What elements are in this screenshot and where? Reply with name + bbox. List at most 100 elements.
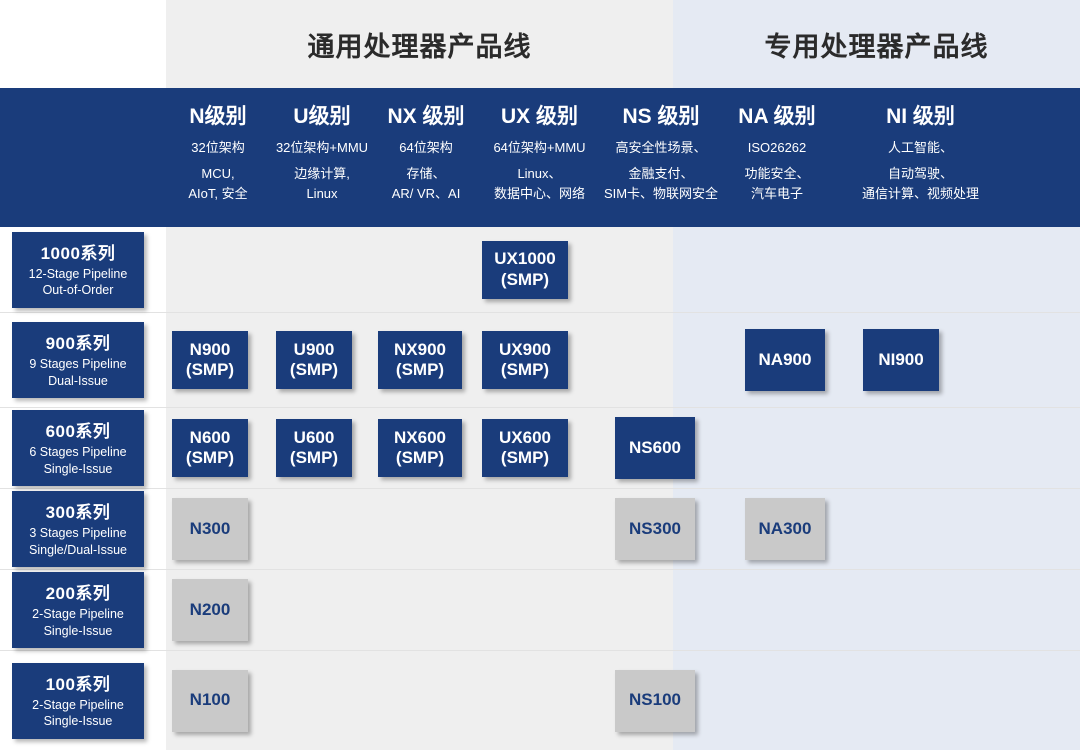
grid-cell-u-s300	[270, 498, 374, 560]
product-chip-variant: (SMP)	[185, 448, 235, 467]
column-header-arch: 32位架构+MMU	[275, 140, 369, 155]
grid-cell-n-s300: N300	[166, 498, 270, 560]
grid-cell-na-s200	[721, 579, 833, 641]
product-chip-UX900[interactable]: UX900(SMP)	[482, 331, 568, 389]
grid-cell-na-s1000	[721, 239, 833, 301]
grid-cell-ns-s600: NS600	[601, 417, 721, 479]
product-chip-U600[interactable]: U600(SMP)	[276, 419, 352, 477]
grid-cell-ni-s1000	[833, 239, 1008, 301]
product-chip-U900[interactable]: U900(SMP)	[276, 331, 352, 389]
grid-cell-na-s300: NA300	[721, 498, 833, 560]
column-header-usecases: 功能安全、汽车电子	[744, 166, 810, 202]
product-chip-name: U600	[293, 427, 335, 447]
product-chip-NS600[interactable]: NS600	[615, 417, 695, 479]
column-header-usecases: Linux、数据中心、网络	[493, 166, 585, 202]
product-chip-variant: (SMP)	[500, 269, 550, 289]
product-chip-NX900[interactable]: NX900(SMP)	[378, 331, 462, 389]
product-chip-UX600[interactable]: UX600(SMP)	[482, 419, 568, 477]
header-corner-cell	[0, 88, 166, 227]
product-chip-name: NS300	[629, 518, 681, 538]
row-label-title: 300系列	[45, 503, 111, 522]
product-chip-name: N300	[189, 518, 231, 538]
grid-cell-u-s600: U600(SMP)	[270, 419, 374, 477]
product-chip-NS300[interactable]: NS300	[615, 498, 695, 560]
product-chip-UX1000[interactable]: UX1000(SMP)	[482, 240, 568, 299]
grid-cell-ux-s900: UX900(SMP)	[478, 331, 601, 389]
product-chip-NS100[interactable]: NS100	[615, 669, 695, 732]
grid-cell-n-s200: N200	[166, 579, 270, 641]
product-chip-name: NI900	[878, 349, 924, 369]
column-header-ni: NI 级别人工智能、自动驾驶、通信计算、视频处理	[833, 88, 1008, 227]
grid-cell-ns-s1000	[601, 239, 721, 301]
family-special-section: 专用处理器产品线	[673, 0, 1080, 88]
product-chip-variant: (SMP)	[500, 360, 550, 379]
grid-cell-ux-s200	[478, 579, 601, 641]
product-chip-variant: (SMP)	[500, 448, 550, 467]
product-chip-N100[interactable]: N100	[172, 669, 248, 732]
product-chip-name: UX600	[499, 427, 551, 447]
grid-cell-n-s100: N100	[166, 669, 270, 732]
family-general-title: 通用处理器产品线	[307, 31, 532, 62]
product-chip-NX600[interactable]: NX600(SMP)	[378, 419, 462, 477]
grid-cell-ni-s600	[833, 417, 1008, 479]
family-special-title: 专用处理器产品线	[764, 31, 989, 62]
column-header-arch: 64位架构	[399, 140, 453, 155]
product-chip-N600[interactable]: N600(SMP)	[172, 419, 248, 477]
grid-cell-ni-s100	[833, 670, 1008, 732]
product-chip-N300[interactable]: N300	[172, 498, 248, 560]
row-label-title: 200系列	[45, 584, 111, 603]
product-chip-NA300[interactable]: NA300	[745, 498, 825, 560]
product-chip-variant: (SMP)	[289, 360, 339, 379]
grid-cell-u-s1000	[270, 239, 374, 301]
product-chip-name: NX600	[394, 427, 446, 447]
column-header-arch: 32位架构	[191, 140, 245, 155]
column-header-usecases: 金融支付、SIM卡、物联网安全	[603, 166, 719, 202]
product-chip-name: NS100	[629, 690, 681, 710]
grid-cell-ux-s600: UX600(SMP)	[478, 419, 601, 477]
row-label-title: 900系列	[45, 334, 111, 353]
column-header-title: NS 级别	[622, 105, 700, 128]
product-chip-N900[interactable]: N900(SMP)	[172, 331, 248, 389]
row-label-title: 600系列	[45, 422, 111, 441]
grid-cell-nx-s900: NX900(SMP)	[374, 331, 478, 389]
grid-cell-na-s600	[721, 417, 833, 479]
product-chip-NI900[interactable]: NI900	[863, 329, 939, 391]
column-header-usecases: 存储、AR/ VR、AI	[391, 166, 461, 202]
grid-cell-na-s100	[721, 670, 833, 732]
grid-cell-ux-s1000: UX1000(SMP)	[478, 240, 601, 299]
product-chip-N200[interactable]: N200	[172, 579, 248, 641]
product-chip-name: U900	[293, 339, 335, 359]
product-chip-variant: (SMP)	[289, 448, 339, 467]
grid-cell-u-s100	[270, 670, 374, 732]
product-chip-variant: (SMP)	[395, 448, 445, 467]
product-chip-variant: (SMP)	[185, 360, 235, 379]
column-header-usecases: MCU,AIoT, 安全	[188, 166, 248, 202]
product-chip-name: UX900	[499, 339, 551, 359]
product-chip-name: NX900	[394, 339, 446, 359]
grid-cell-n-s600: N600(SMP)	[166, 419, 270, 477]
grid-cell-u-s200	[270, 579, 374, 641]
product-chip-NA900[interactable]: NA900	[745, 329, 825, 391]
grid-cell-nx-s1000	[374, 239, 478, 301]
